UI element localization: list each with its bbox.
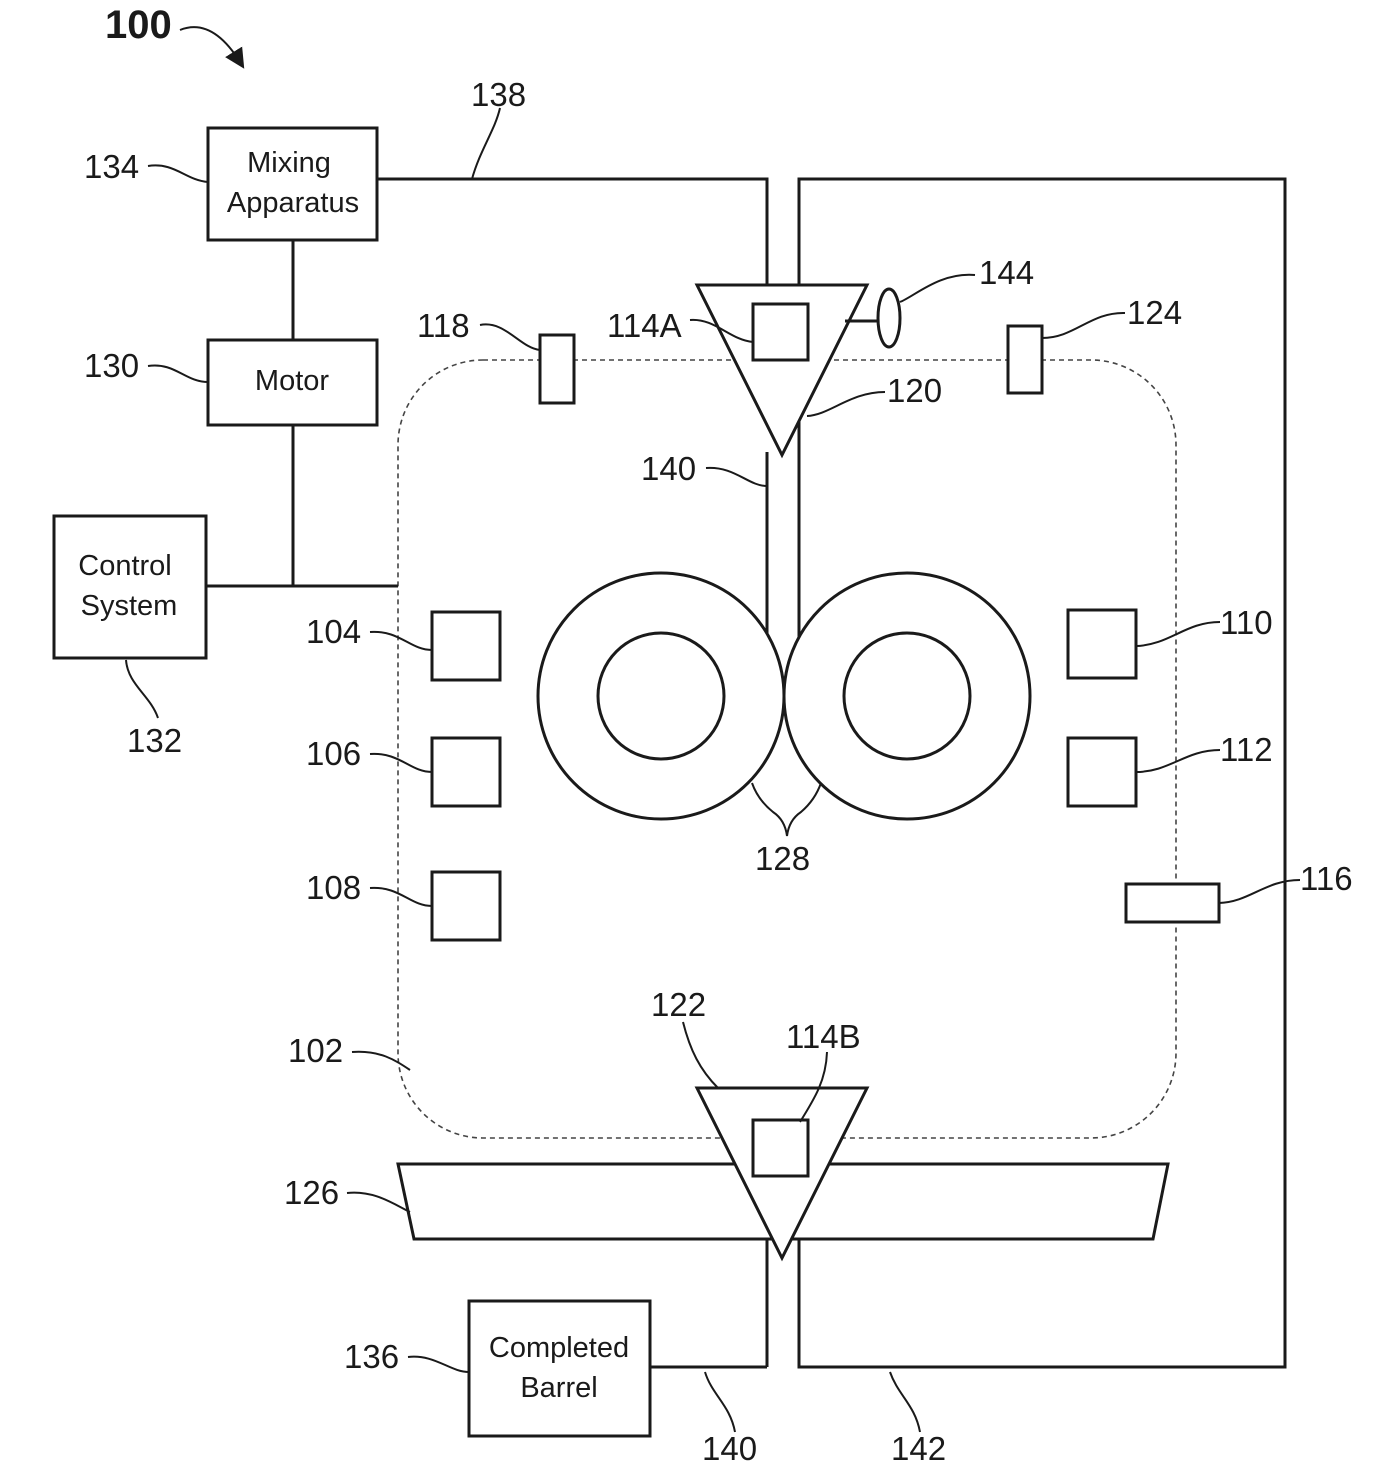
leader-140-top bbox=[706, 468, 767, 486]
brace-128 bbox=[752, 783, 821, 836]
ref-140-bottom: 140 bbox=[702, 1430, 757, 1467]
ref-126: 126 bbox=[284, 1174, 339, 1211]
leader-118 bbox=[480, 324, 540, 350]
completed-barrel-line2: Barrel bbox=[520, 1372, 597, 1404]
ref-112: 112 bbox=[1220, 731, 1273, 768]
control-system-line2: System bbox=[81, 590, 178, 622]
completed-barrel-line1: Completed bbox=[489, 1332, 629, 1364]
ref-114b: 114B bbox=[786, 1018, 861, 1055]
sensor-124 bbox=[1008, 326, 1042, 393]
leader-106 bbox=[370, 754, 432, 772]
valve-144 bbox=[878, 289, 900, 347]
leader-120 bbox=[807, 392, 885, 416]
ref-134: 134 bbox=[84, 148, 139, 185]
leader-134 bbox=[148, 165, 208, 182]
leader-126 bbox=[347, 1193, 410, 1212]
leader-102 bbox=[352, 1052, 410, 1070]
leader-104 bbox=[370, 632, 432, 650]
module-106 bbox=[432, 738, 500, 806]
ref-116: 116 bbox=[1300, 860, 1353, 897]
ref-120: 120 bbox=[887, 372, 942, 409]
leader-138 bbox=[472, 108, 500, 179]
ref-118: 118 bbox=[417, 307, 470, 344]
mixing-apparatus-box: Mixing Apparatus bbox=[208, 128, 377, 240]
module-104 bbox=[432, 612, 500, 680]
leader-144 bbox=[900, 275, 975, 302]
ref-102: 102 bbox=[288, 1032, 343, 1069]
sensor-114b bbox=[753, 1120, 808, 1176]
module-110 bbox=[1068, 610, 1136, 678]
motor-label: Motor bbox=[255, 365, 329, 397]
ref-114a: 114A bbox=[607, 307, 682, 344]
ref-138: 138 bbox=[471, 76, 526, 113]
ref-104: 104 bbox=[306, 613, 361, 650]
roller-right-hub bbox=[844, 633, 970, 759]
completed-barrel-box: Completed Barrel bbox=[469, 1301, 650, 1436]
leader-130 bbox=[148, 365, 208, 382]
mixing-apparatus-line2: Apparatus bbox=[227, 187, 359, 219]
control-system-line1: Control bbox=[78, 550, 172, 582]
sensor-114a bbox=[753, 304, 808, 360]
module-108 bbox=[432, 872, 500, 940]
ref-106: 106 bbox=[306, 735, 361, 772]
ref-128: 128 bbox=[755, 840, 810, 877]
figure-label: 100 bbox=[105, 3, 172, 47]
sensor-116 bbox=[1126, 884, 1219, 922]
ref-142: 142 bbox=[891, 1430, 946, 1467]
ref-130: 130 bbox=[84, 347, 139, 384]
leader-112 bbox=[1136, 750, 1220, 772]
ref-140-top: 140 bbox=[641, 450, 696, 487]
roller-left-hub bbox=[598, 633, 724, 759]
ref-124: 124 bbox=[1127, 294, 1182, 331]
feed-line bbox=[377, 179, 767, 285]
leader-116 bbox=[1219, 880, 1300, 903]
motor-box: Motor bbox=[208, 340, 377, 425]
sensor-118 bbox=[540, 335, 574, 403]
ref-132: 132 bbox=[127, 722, 182, 759]
module-112 bbox=[1068, 738, 1136, 806]
leader-110 bbox=[1136, 622, 1220, 646]
leader-132 bbox=[126, 660, 158, 718]
control-system-box: Control System bbox=[54, 516, 206, 658]
leader-122 bbox=[683, 1022, 718, 1088]
figure-arrow bbox=[180, 27, 240, 62]
ref-136: 136 bbox=[344, 1338, 399, 1375]
leader-140-bottom bbox=[705, 1372, 735, 1432]
ref-122: 122 bbox=[651, 986, 706, 1023]
leader-136 bbox=[408, 1357, 469, 1372]
ref-108: 108 bbox=[306, 869, 361, 906]
ref-110: 110 bbox=[1220, 604, 1273, 641]
mixing-apparatus-line1: Mixing bbox=[247, 147, 331, 179]
ref-144: 144 bbox=[979, 254, 1034, 291]
leader-108 bbox=[370, 888, 432, 906]
leader-142 bbox=[890, 1372, 920, 1432]
leader-124 bbox=[1042, 313, 1125, 338]
